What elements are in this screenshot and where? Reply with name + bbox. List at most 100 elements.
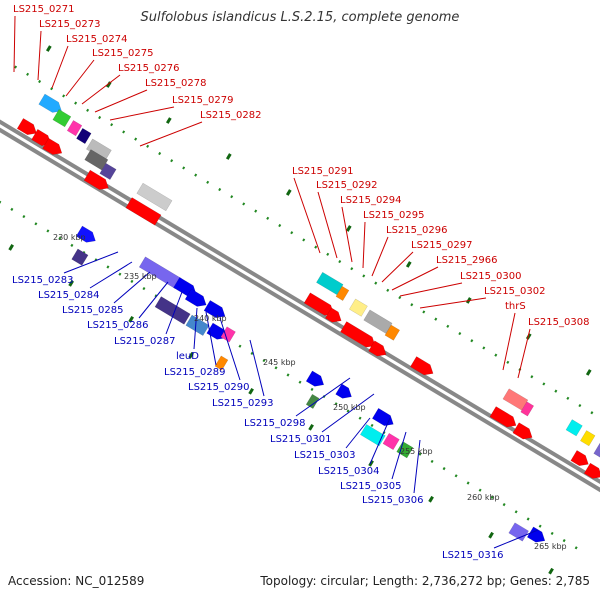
reverse-label-leader xyxy=(205,311,217,366)
scale-label: 265 kbp xyxy=(534,542,567,551)
reverse-gene-label: LS215_0303 xyxy=(294,450,355,461)
scale-label: 255 kbp xyxy=(400,447,433,456)
reverse-label-leader xyxy=(369,417,391,465)
reverse-gene-label: LS215_0306 xyxy=(362,495,423,506)
forward-label-leader xyxy=(65,59,95,97)
tick-ring-inner xyxy=(0,200,586,555)
scale-label: 260 kbp xyxy=(467,493,500,502)
gene-box xyxy=(185,314,210,336)
forward-label-leader xyxy=(381,251,414,283)
reverse-gene-label: LS215_0283 xyxy=(12,275,73,286)
forward-gene-label: LS215_0297 xyxy=(411,240,472,251)
gene-box xyxy=(335,285,350,301)
major-tick xyxy=(368,459,374,467)
forward-label-leader xyxy=(109,106,175,121)
gene-box xyxy=(220,326,236,343)
gene-arrow xyxy=(526,526,546,543)
major-tick xyxy=(428,495,434,503)
gene-box xyxy=(76,127,92,145)
gene-box xyxy=(382,432,400,451)
forward-gene-label: LS215_0271 xyxy=(13,4,74,15)
reverse-gene-label: LS215_0284 xyxy=(38,290,99,301)
major-tick xyxy=(188,351,194,359)
forward-label-leader xyxy=(37,30,42,81)
forward-label-leader xyxy=(371,236,389,277)
gene-arrow xyxy=(335,383,352,399)
gene-box xyxy=(66,120,83,137)
forward-label-leader xyxy=(13,15,16,73)
tick-marks xyxy=(0,45,600,575)
reverse-label-leader xyxy=(413,439,421,494)
major-tick xyxy=(165,117,172,124)
forward-gene-label: LS215_0300 xyxy=(460,271,521,282)
reverse-label-leader xyxy=(113,271,151,304)
reverse-gene-label: LS215_0287 xyxy=(114,336,175,347)
reverse-label-leader xyxy=(89,261,133,289)
map-title: Sulfolobus islandicus L.S.2.15, complete… xyxy=(140,10,460,25)
scale-label: 245 kbp xyxy=(263,358,296,367)
gene-box xyxy=(99,162,117,181)
gene-arrow xyxy=(83,169,109,190)
reverse-gene-label: LS215_0304 xyxy=(318,466,379,477)
gene-box xyxy=(384,324,401,341)
major-tick xyxy=(285,189,292,196)
reverse-gene-label: leuD xyxy=(176,351,199,362)
gene-arrow xyxy=(38,93,62,113)
scale-label: 250 kbp xyxy=(333,403,366,412)
gene-arrow xyxy=(409,356,434,376)
gene-labels: LS215_0271LS215_0273LS215_0274LS215_0275… xyxy=(12,4,589,561)
forward-label-leader xyxy=(51,45,69,89)
gene-arrow xyxy=(206,322,227,340)
reverse-label-leader xyxy=(295,377,351,417)
gene-box xyxy=(305,393,320,409)
gene-arrow xyxy=(340,321,376,348)
scale-label: 235 kbp xyxy=(124,272,157,281)
forward-gene-label: LS215_0302 xyxy=(484,286,545,297)
reverse-gene-label: LS215_0305 xyxy=(340,481,401,492)
backbone-line-outer xyxy=(0,127,600,493)
reverse-label-leader xyxy=(193,307,198,350)
reverse-label-leader xyxy=(321,393,375,433)
gene-box xyxy=(154,296,191,325)
gene-arrow xyxy=(42,137,63,155)
reverse-gene-label: LS215_0293 xyxy=(212,398,273,409)
gene-box xyxy=(125,197,162,226)
forward-label-leader xyxy=(362,221,366,269)
forward-gene-label: thrS xyxy=(505,301,526,312)
gene-box xyxy=(520,401,535,417)
gene-box xyxy=(348,298,368,317)
major-tick xyxy=(308,423,314,431)
gene-arrow xyxy=(368,340,387,357)
forward-label-leader xyxy=(419,297,487,309)
forward-gene-label: LS215_0273 xyxy=(39,19,100,30)
gene-box xyxy=(71,248,89,266)
label-leader-lines xyxy=(13,15,539,549)
forward-gene-label: LS215_2966 xyxy=(436,255,497,266)
major-tick xyxy=(225,153,232,160)
major-tick xyxy=(248,387,254,395)
forward-label-leader xyxy=(502,312,516,371)
scale-label: 230 kbp xyxy=(53,233,86,242)
major-tick xyxy=(548,567,554,575)
forward-gene-label: LS215_0276 xyxy=(118,63,179,74)
gene-box xyxy=(396,441,414,459)
forward-label-leader xyxy=(81,74,121,105)
gene-box xyxy=(593,442,600,458)
forward-gene-label: LS215_0294 xyxy=(340,195,401,206)
major-tick xyxy=(488,531,494,539)
gene-box xyxy=(136,182,173,212)
major-tick xyxy=(46,45,52,52)
gene-box xyxy=(138,256,182,290)
forward-label-leader xyxy=(317,191,338,259)
reverse-gene-label: LS215_0285 xyxy=(62,305,123,316)
gene-arrow xyxy=(75,225,96,243)
gene-box xyxy=(359,424,386,447)
major-tick xyxy=(8,244,14,251)
major-tick xyxy=(68,280,74,287)
gene-arrow xyxy=(305,370,325,387)
gene-arrow xyxy=(324,307,342,323)
gene-features xyxy=(16,93,600,543)
forward-gene-label: LS215_0274 xyxy=(66,34,127,45)
forward-label-leader xyxy=(341,206,353,263)
